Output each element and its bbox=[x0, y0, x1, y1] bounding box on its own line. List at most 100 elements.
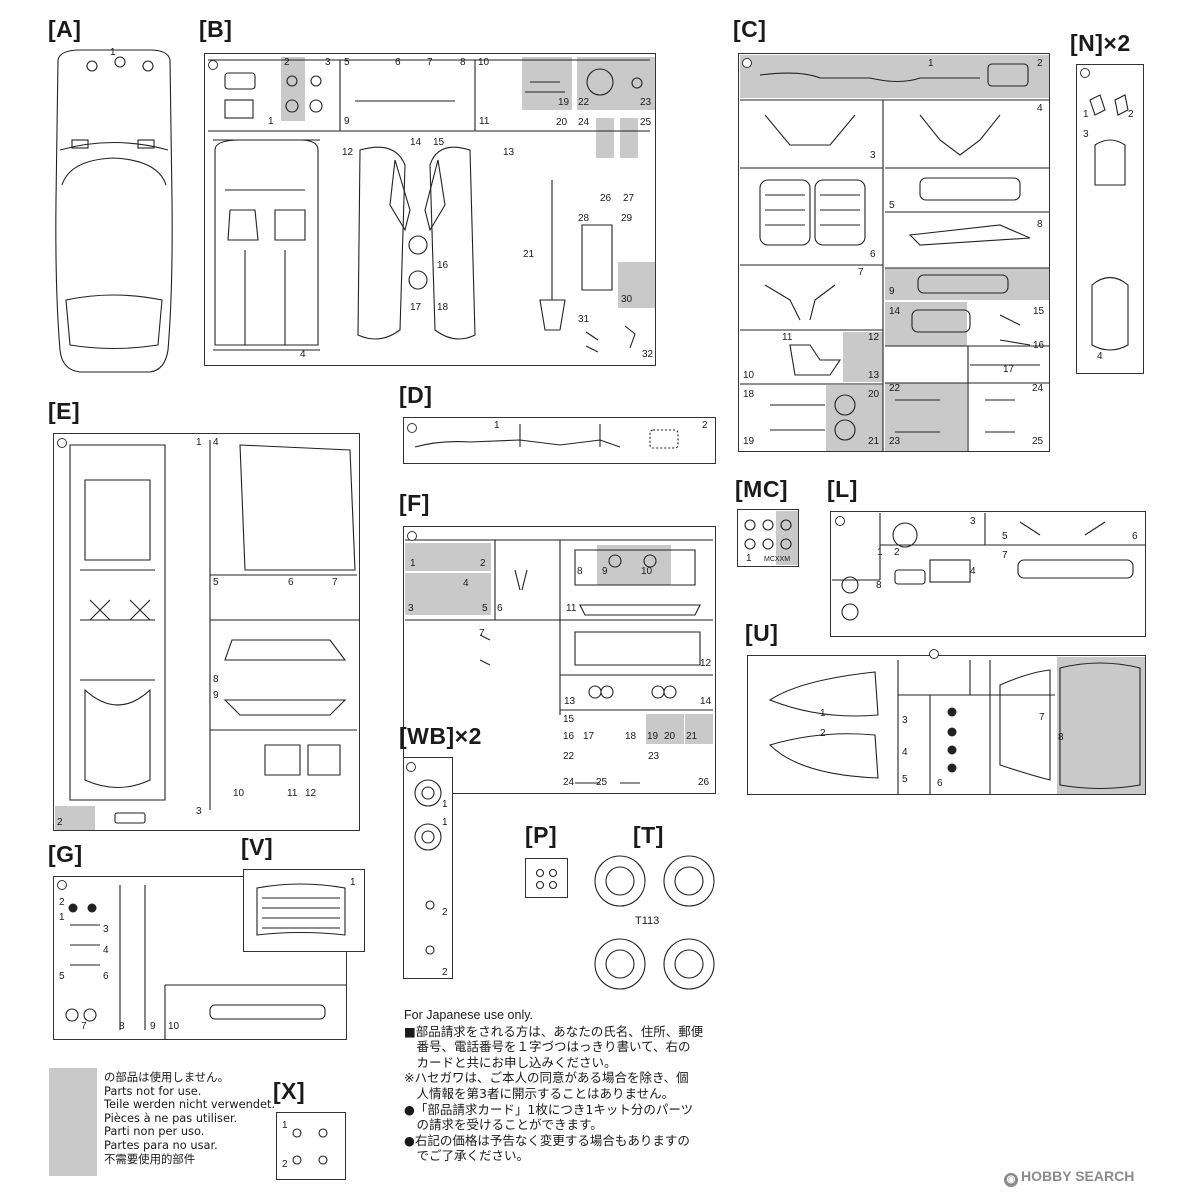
part-number: 20 bbox=[664, 731, 676, 742]
part-number: 10 bbox=[641, 566, 653, 577]
part-number: 5 bbox=[1002, 531, 1008, 542]
part-number: 1 bbox=[196, 437, 202, 448]
runner-a bbox=[48, 48, 178, 370]
unused-f-9-10 bbox=[597, 545, 671, 585]
part-number: 2 bbox=[894, 547, 900, 558]
part-number: 22 bbox=[563, 751, 575, 762]
part-number: 8 bbox=[577, 566, 583, 577]
part-number: 2 bbox=[820, 728, 826, 739]
part-number: 17 bbox=[1003, 364, 1015, 375]
part-number: 8 bbox=[876, 580, 882, 591]
part-number: 9 bbox=[213, 690, 219, 701]
part-number: 15 bbox=[433, 137, 445, 148]
section-label-x: [X] bbox=[273, 1078, 306, 1104]
part-number: 12 bbox=[700, 658, 712, 669]
part-number: 14 bbox=[700, 696, 712, 707]
part-number: 19 bbox=[743, 436, 755, 447]
unused-b-24 bbox=[596, 118, 614, 158]
part-number: 4 bbox=[103, 945, 109, 956]
part-number: 24 bbox=[578, 117, 590, 128]
part-number: 1 bbox=[746, 553, 752, 564]
gate-marker-b bbox=[208, 60, 218, 70]
unused-b-19 bbox=[522, 57, 572, 110]
notes-line: ■部品請求をされる方は、あなたの氏名、住所、郵便 bbox=[404, 1023, 704, 1039]
part-number: 16 bbox=[563, 731, 575, 742]
part-number: 7 bbox=[332, 577, 338, 588]
part-number: 4 bbox=[213, 437, 219, 448]
gate-marker-d bbox=[407, 423, 417, 433]
gate-marker-f bbox=[407, 531, 417, 541]
part-number: 3 bbox=[325, 57, 331, 68]
section-label-v: [V] bbox=[241, 834, 274, 860]
section-label-l: [L] bbox=[827, 476, 858, 502]
part-number: 24 bbox=[1032, 383, 1044, 394]
part-number: 3 bbox=[408, 603, 414, 614]
part-number: 20 bbox=[868, 389, 880, 400]
part-number: 12 bbox=[868, 332, 880, 343]
runner-mc-parts bbox=[744, 519, 792, 550]
part-number: 3 bbox=[196, 806, 202, 817]
body-shell-top-view bbox=[55, 49, 173, 373]
part-number: 24 bbox=[563, 777, 575, 788]
notes-line: ※ハセガワは、ご本人の同意がある場合を除き、個 bbox=[404, 1070, 689, 1086]
runner-wb bbox=[403, 757, 453, 979]
part-number: 26 bbox=[698, 777, 710, 788]
gate-marker-wb bbox=[406, 762, 416, 772]
part-number: 14 bbox=[410, 137, 422, 148]
part-number: 7 bbox=[479, 628, 485, 639]
part-number: 7 bbox=[858, 267, 864, 278]
part-number: 8 bbox=[1058, 732, 1064, 743]
legend-line: Partes para no usar. bbox=[104, 1137, 218, 1152]
part-number: 23 bbox=[889, 436, 901, 447]
part-number: 30 bbox=[621, 294, 633, 305]
parts-request-notes: For Japanese use only. ■部品請求をされる方は、あなたの氏… bbox=[404, 1008, 744, 1164]
part-number: 9 bbox=[150, 1021, 156, 1032]
notes-heading: For Japanese use only. bbox=[404, 1008, 534, 1022]
gate-marker-e bbox=[57, 438, 67, 448]
part-number: 1 bbox=[282, 1120, 288, 1131]
mc-stamp-text: MCXXM bbox=[764, 556, 791, 563]
part-number: 8 bbox=[119, 1021, 125, 1032]
runner-wb-parts bbox=[414, 779, 442, 955]
runner-c-parts bbox=[740, 63, 1049, 451]
part-number: 6 bbox=[870, 249, 876, 260]
part-number: 2 bbox=[442, 907, 448, 918]
part-number: 16 bbox=[1033, 340, 1045, 351]
part-number: 15 bbox=[563, 714, 575, 725]
notes-line: カードと共にお申し込みください。 bbox=[404, 1054, 617, 1070]
part-number: 6 bbox=[497, 603, 503, 614]
section-label-f: [F] bbox=[399, 490, 430, 516]
notes-line: ●右記の価格は予告なく変更する場合もありますの bbox=[404, 1132, 690, 1148]
part-number: 4 bbox=[300, 349, 306, 360]
section-label-d: [D] bbox=[399, 382, 433, 408]
part-number: 26 bbox=[600, 193, 612, 204]
part-number: 7 bbox=[81, 1021, 87, 1032]
part-number: 3 bbox=[970, 516, 976, 527]
unused-c-12-13 bbox=[843, 332, 883, 382]
runner-l bbox=[830, 511, 1146, 637]
part-number: 5 bbox=[482, 603, 488, 614]
gate-marker-u bbox=[929, 649, 939, 659]
runner-b-parts bbox=[208, 59, 650, 353]
notes-line: 人情報を第3者に開示することはありません。 bbox=[404, 1085, 675, 1101]
notes-line: ●「部品請求カード」1枚につき1キット分のパーツ bbox=[404, 1101, 694, 1117]
part-number: 6 bbox=[1132, 531, 1138, 542]
part-number: 1 bbox=[820, 708, 826, 719]
unused-legend-swatch bbox=[49, 1068, 97, 1176]
watermark-icon: ◉ bbox=[1004, 1173, 1018, 1187]
section-label-wb: [WB]×2 bbox=[399, 723, 482, 749]
tire-set bbox=[594, 855, 715, 990]
part-number: 9 bbox=[344, 116, 350, 127]
part-number: 4 bbox=[463, 578, 469, 589]
part-number: 1 bbox=[59, 912, 65, 923]
part-number: 27 bbox=[623, 193, 635, 204]
part-number: 8 bbox=[1037, 219, 1043, 230]
part-number: 7 bbox=[1002, 550, 1008, 561]
part-number: 20 bbox=[556, 117, 568, 128]
part-number: 2 bbox=[282, 1159, 288, 1170]
part-number: 16 bbox=[437, 260, 449, 271]
section-label-p: [P] bbox=[525, 822, 558, 848]
part-number: 10 bbox=[478, 57, 490, 68]
unused-f-19-20 bbox=[646, 714, 684, 744]
